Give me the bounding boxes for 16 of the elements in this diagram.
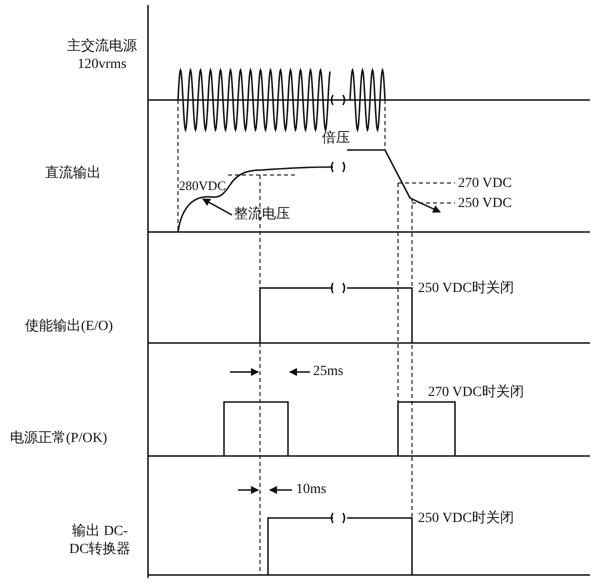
dimension-label: 25ms — [313, 363, 344, 381]
annotation: 整流电压 — [234, 206, 290, 224]
leader-line — [202, 198, 232, 216]
signal-name: 电源正常(P/OK) — [10, 430, 108, 448]
signal-name: 主交流电源 120vrms — [66, 38, 138, 74]
voltage-label: 280VDC — [179, 177, 226, 195]
signal-name: 使能输出(E/O) — [25, 318, 113, 336]
signal-name: 直流输出 — [45, 165, 101, 183]
voltage-label: 270 VDC — [458, 175, 512, 193]
voltage-label: 250 VDC — [458, 195, 512, 213]
annotation: 270 VDC时关闭 — [428, 384, 524, 402]
signal-name: 输出 DC-DC转换器 — [68, 523, 132, 559]
annotation: 250 VDC时关闭 — [418, 280, 514, 298]
dimension-label: 10ms — [296, 481, 326, 499]
annotation: 倍压 — [322, 130, 350, 148]
annotation: 250 VDC时关闭 — [418, 510, 514, 528]
